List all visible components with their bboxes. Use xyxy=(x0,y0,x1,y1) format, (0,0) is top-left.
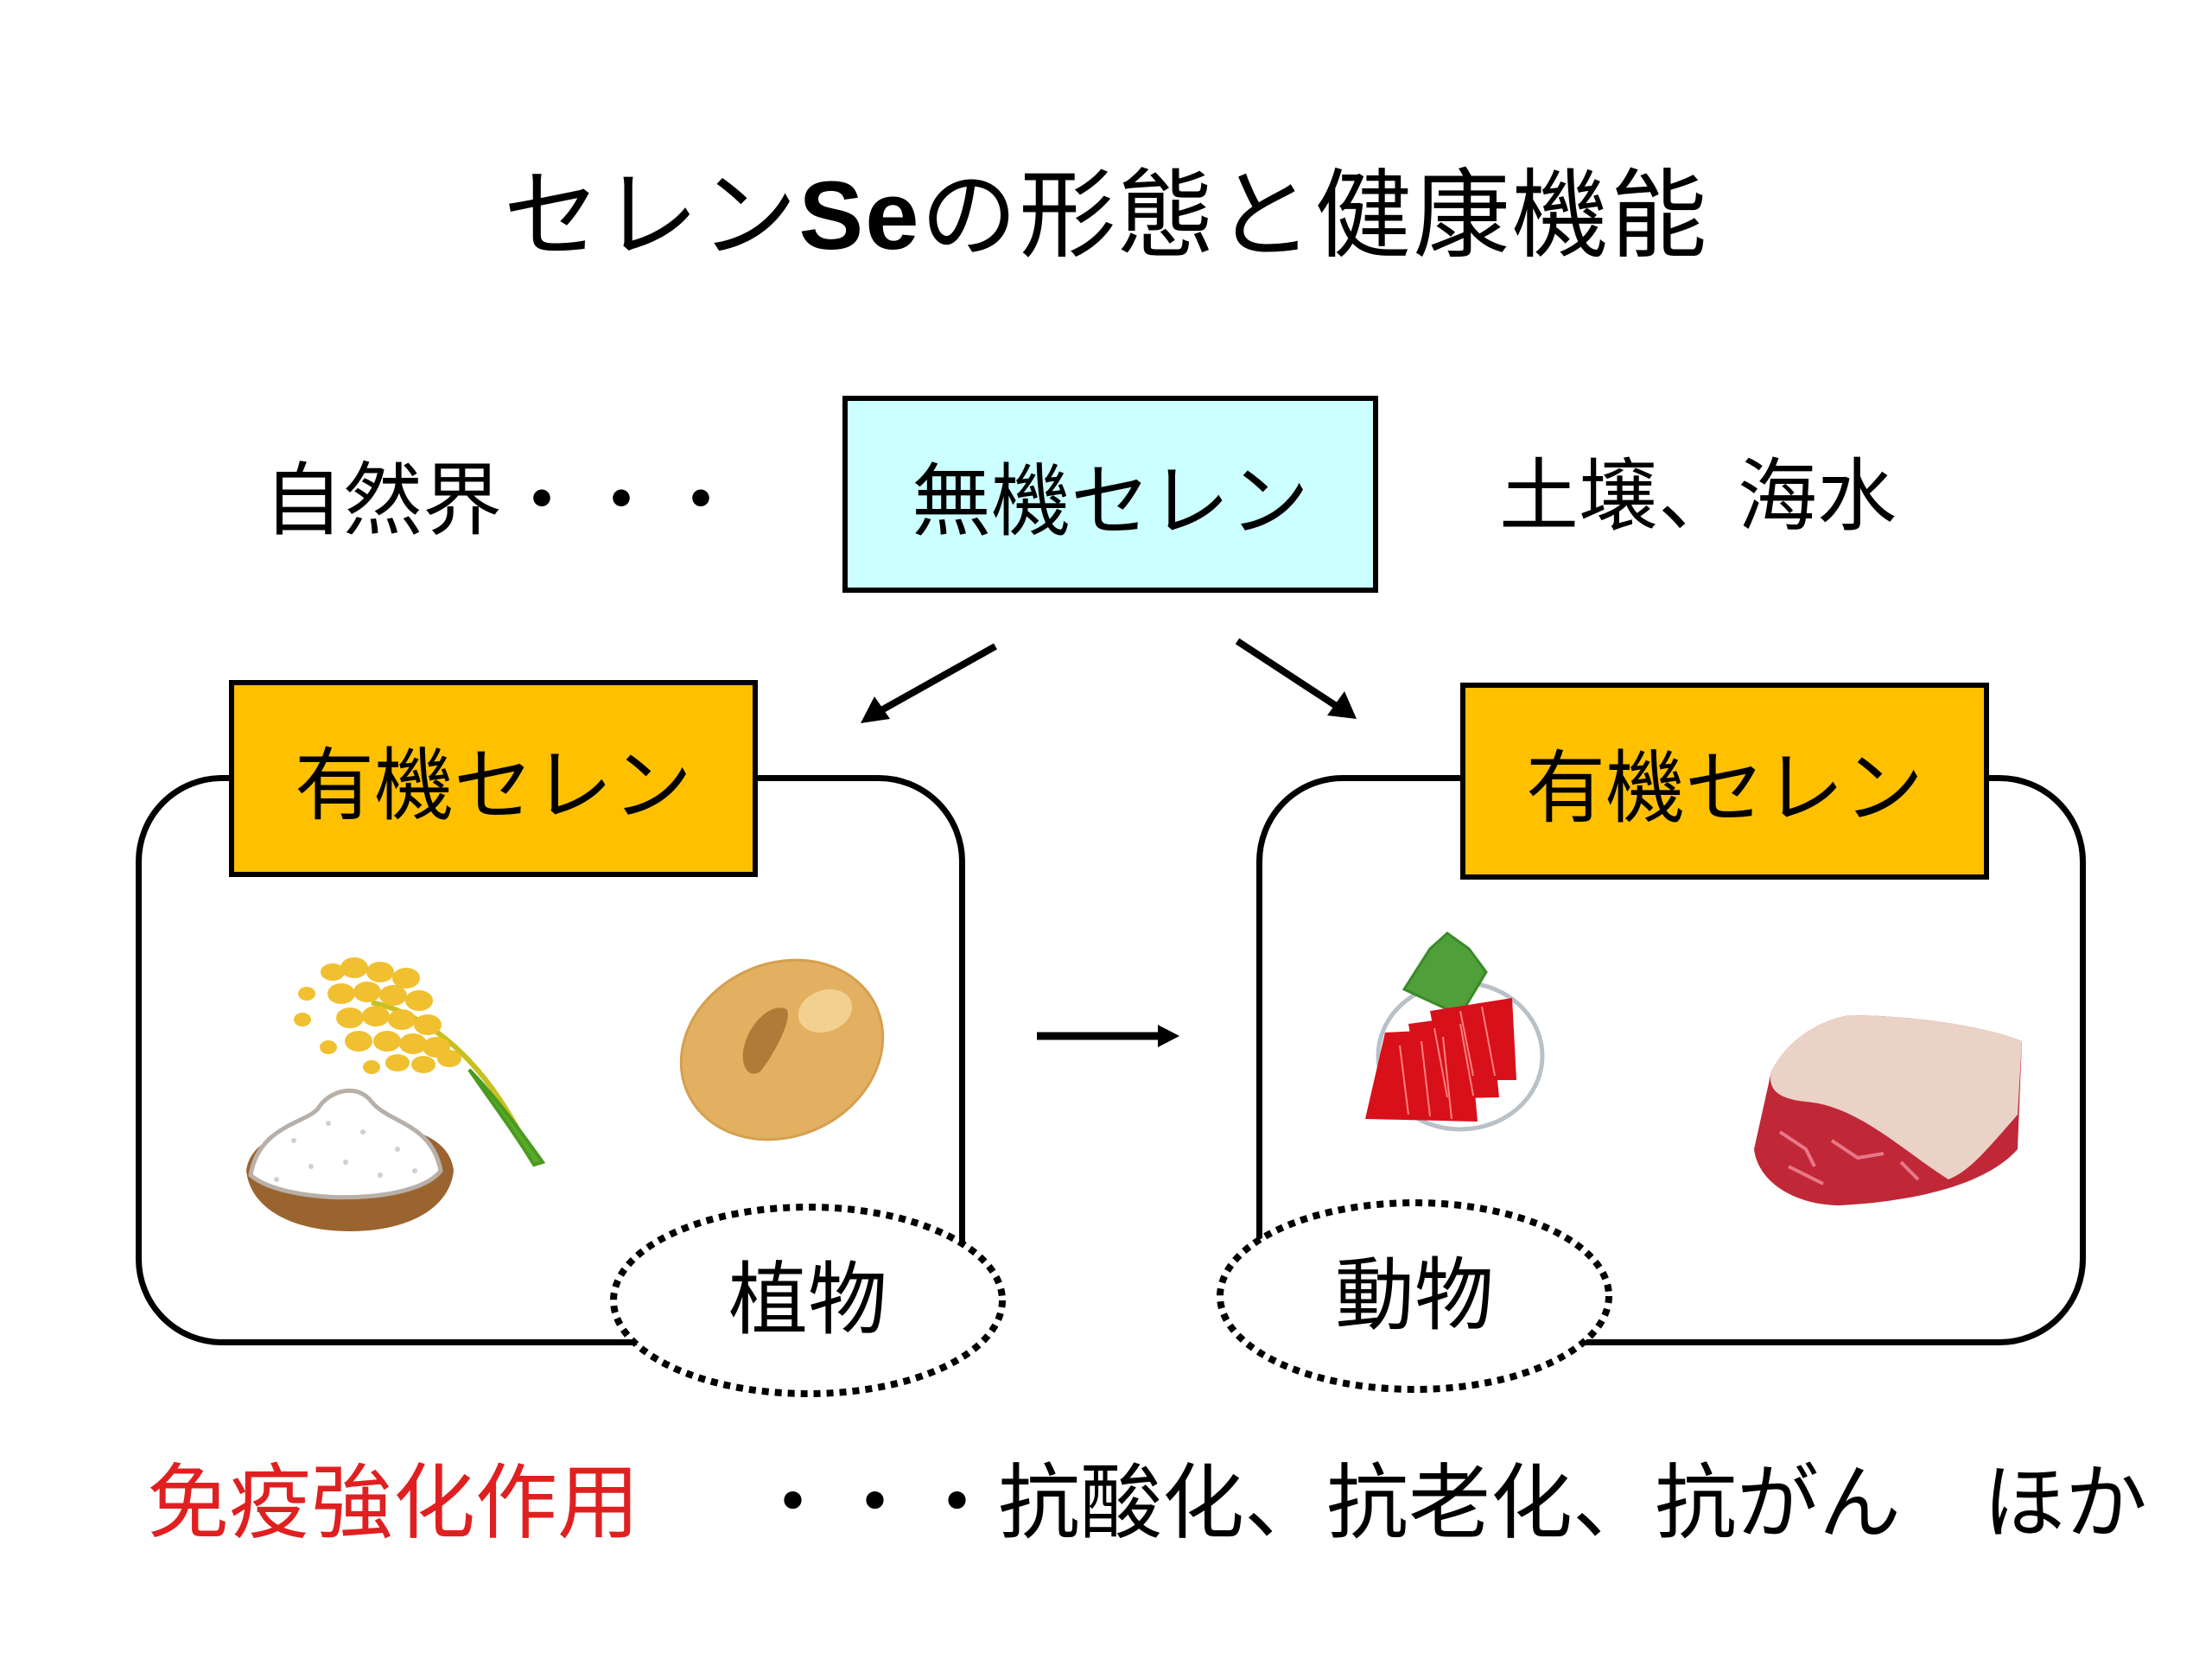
inorganic-selenium-box: 無機セレン xyxy=(842,396,1378,593)
meat-icon xyxy=(1754,1015,2022,1205)
arrow-to-animal xyxy=(1235,638,1357,719)
soybean-icon xyxy=(679,958,885,1141)
plant-category-ellipse xyxy=(610,1204,1006,1397)
health-functions-list: ・・・抗酸化、抗老化、抗がん ほか xyxy=(752,1456,2148,1551)
health-functions-line: 免疫強化作用 ・・・抗酸化、抗老化、抗がん ほか xyxy=(147,1447,2147,1560)
arrow-plant-to-animal xyxy=(1037,1025,1179,1047)
organic-selenium-label-animal: 有機セレン xyxy=(1525,741,1923,835)
title-element-symbol: Se xyxy=(798,162,921,270)
sashimi-icon xyxy=(1365,931,1545,1132)
nature-label: 自然界・・・ xyxy=(264,454,741,547)
title-part-3: の形態と健康機能 xyxy=(920,160,1709,272)
organic-selenium-box-animal: 有機セレン xyxy=(1460,683,1989,880)
inorganic-selenium-label: 無機セレン xyxy=(911,454,1309,548)
arrow-to-plant xyxy=(861,643,997,723)
page-title: セレンSeの形態と健康機能 xyxy=(0,151,2212,281)
plant-category-label: 植物 xyxy=(728,1254,887,1346)
immune-enhancement-label: 免疫強化作用 xyxy=(147,1456,640,1551)
title-part-1: セレン xyxy=(503,160,799,272)
animal-category-label: 動物 xyxy=(1334,1249,1494,1342)
sources-label: 土壌、海水 xyxy=(1499,450,1897,543)
organic-selenium-box-plant: 有機セレン xyxy=(229,680,758,877)
organic-selenium-label-plant: 有機セレン xyxy=(294,739,692,832)
animal-category-ellipse xyxy=(1217,1199,1612,1393)
rice-icon xyxy=(246,957,546,1231)
